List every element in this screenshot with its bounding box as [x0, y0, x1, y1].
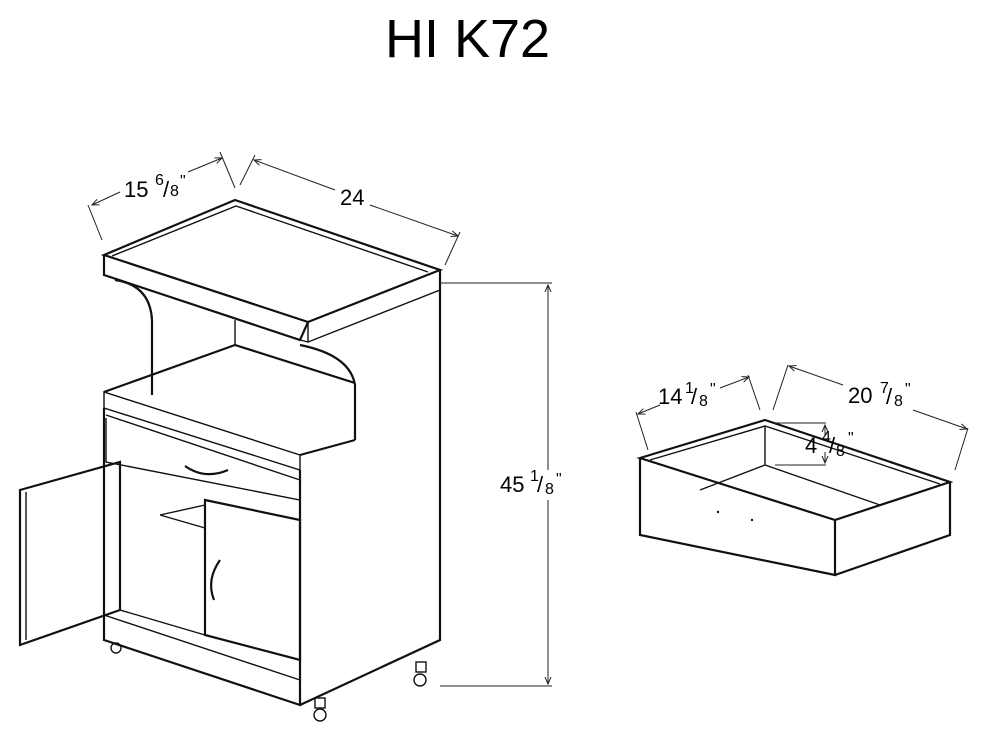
cart-width-dimension: 24	[239, 154, 461, 266]
svg-text:/: /	[829, 433, 836, 458]
svg-text:": "	[556, 471, 562, 488]
svg-text:8: 8	[545, 481, 554, 498]
caster-wheel	[110, 642, 122, 654]
diagram-title: HI K72	[384, 9, 551, 69]
svg-text:": "	[180, 173, 186, 190]
svg-text:/: /	[886, 384, 893, 409]
drawer-width-dimension: 20 7 / 8 "	[772, 364, 969, 471]
svg-text:4: 4	[805, 433, 817, 458]
svg-text:14: 14	[658, 384, 682, 409]
microwave-cart	[18, 198, 444, 722]
drawer	[636, 418, 954, 577]
svg-text:15: 15	[124, 177, 148, 202]
svg-text:/: /	[691, 384, 698, 409]
svg-text:8: 8	[894, 393, 903, 410]
cart-height-dimension: 45 1 / 8 "	[440, 282, 562, 687]
svg-text:4: 4	[822, 429, 831, 446]
svg-text:45: 45	[500, 472, 524, 497]
svg-text:1: 1	[530, 468, 539, 485]
svg-text:/: /	[163, 177, 170, 202]
svg-text:8: 8	[699, 393, 708, 410]
svg-text:7: 7	[880, 380, 889, 397]
svg-text:1: 1	[685, 380, 694, 397]
svg-text:": "	[848, 430, 854, 447]
svg-text:8: 8	[836, 443, 845, 460]
svg-text:6: 6	[155, 172, 164, 189]
svg-text:20: 20	[848, 383, 872, 408]
drawer-depth-dimension: 14 1 / 8 "	[635, 374, 761, 451]
right-door	[203, 498, 302, 662]
svg-text:": "	[710, 381, 716, 398]
cart-depth-dimension: 15 6 / 8 "	[87, 151, 236, 241]
svg-text:/: /	[537, 472, 544, 497]
drawer-handle	[184, 465, 229, 476]
svg-text:": "	[905, 381, 911, 398]
door-handle	[209, 559, 221, 601]
caster-wheel	[313, 708, 327, 722]
drawer-height-dimension: 4 4 / 8 "	[775, 422, 854, 466]
svg-text:8: 8	[170, 183, 179, 200]
caster-wheel	[413, 673, 427, 687]
svg-text:24: 24	[340, 185, 364, 210]
left-door	[18, 460, 122, 647]
